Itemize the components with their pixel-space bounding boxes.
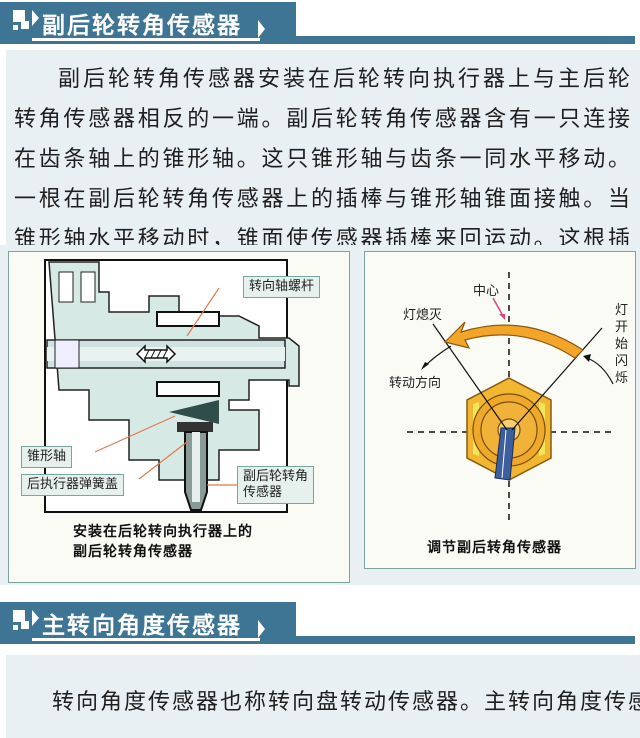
header-square-icon: [13, 625, 18, 630]
header-square-icon: [21, 21, 29, 29]
adjustment-diagram: [407, 272, 615, 522]
header-band: [0, 602, 296, 642]
label-sub-sensor: 副后轮转角 传感器: [237, 466, 315, 504]
figure-right-panel: 中心 灯熄灭 转动方向 灯开始闪烁 调节副后转角传感器: [364, 251, 636, 569]
section-body: 转向角度传感器也称转向盘转动传感器。主转向角度传感: [6, 655, 640, 738]
title-underline: [32, 38, 260, 41]
caption-line1: 安装在后轮转向执行器上的: [73, 524, 253, 540]
section-title: 主转向角度传感器: [42, 613, 242, 639]
section-body: 副后轮转角传感器安装在后轮转向执行器上与主后轮转角传感器相反的一端。副后轮转角传…: [6, 50, 640, 332]
figure-right-caption: 调节副后转角传感器: [427, 540, 562, 556]
section-header-main-steering-sensor: 主转向角度传感器: [0, 602, 640, 646]
label-steering-screw: 转向轴螺杆: [243, 276, 321, 298]
header-rule: [0, 36, 635, 44]
arrow-right-icon: [258, 20, 265, 38]
section-title: 副后轮转角传感器: [42, 13, 242, 39]
header-square-icon: [13, 10, 25, 22]
header-square-icon: [13, 610, 25, 622]
label-cone-shaft: 锥形轴: [21, 446, 73, 468]
header-square-icon: [21, 621, 29, 629]
label-center: 中心: [473, 284, 500, 299]
header-band: [0, 2, 296, 42]
label-sub-sensor-line2: 传感器: [243, 485, 283, 500]
chevron-right-icon: [32, 610, 39, 626]
header-rule: [0, 636, 635, 644]
figure-left-panel: 转向轴螺杆 锥形轴 后执行器弹簧盖 副后轮转角 传感器 安装在后轮转向执行器上的…: [8, 251, 350, 583]
label-light-off: 灯熄灭: [403, 308, 443, 323]
label-light-blink: 灯开始闪烁: [615, 303, 629, 386]
label-spring-cover: 后执行器弹簧盖: [21, 474, 125, 496]
figures-area: 转向轴螺杆 锥形轴 后执行器弹簧盖 副后轮转角 传感器 安装在后轮转向执行器上的…: [0, 245, 640, 585]
caption-line2: 副后轮转角传感器: [73, 544, 193, 560]
chevron-right-icon: [32, 10, 39, 26]
header-square-icon: [13, 25, 18, 30]
section-paragraph: 转向角度传感器也称转向盘转动传感器。主转向角度传感: [52, 690, 640, 715]
section-header-sub-rear-sensor: 副后轮转角传感器: [0, 2, 640, 46]
label-sub-sensor-line1: 副后轮转角: [243, 469, 309, 484]
label-rotation-direction: 转动方向: [389, 376, 442, 391]
arrow-right-icon: [258, 620, 265, 638]
title-underline: [32, 638, 260, 641]
figure-left-caption: 安装在后轮转向执行器上的 副后轮转角传感器: [73, 522, 253, 562]
